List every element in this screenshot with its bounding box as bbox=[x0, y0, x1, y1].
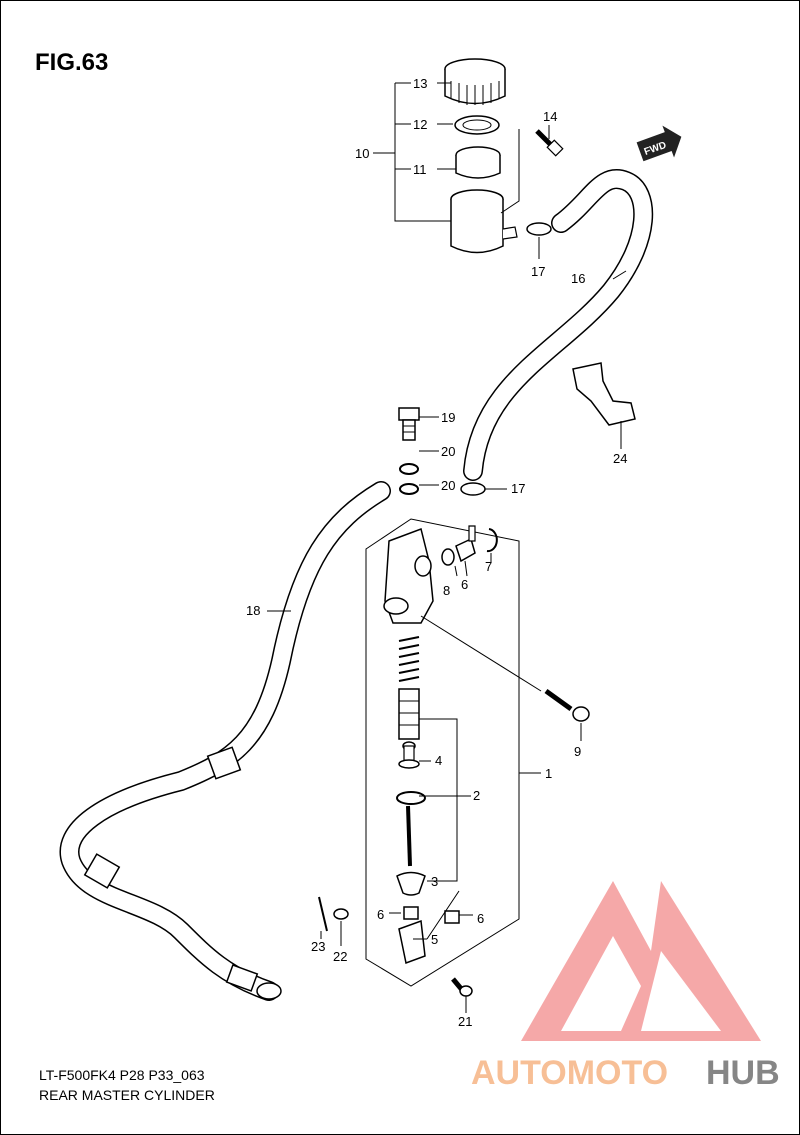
callout-14: 13 bbox=[413, 76, 427, 91]
callout-labels: 13 12 11 10 14 17 16 24 19 20 20 17 18 7… bbox=[246, 76, 627, 1029]
watermark-text: AUTOMOTO HUB bbox=[471, 1054, 780, 1092]
figure-title: FIG.63 bbox=[35, 49, 109, 76]
callout-20-top: 20 bbox=[441, 444, 455, 459]
callout-2: 2 bbox=[473, 788, 480, 803]
callout-17-top: 17 bbox=[531, 264, 545, 279]
master-cylinder-body bbox=[383, 525, 590, 965]
callout-6-left: 6 bbox=[377, 907, 384, 922]
figure-name: REAR MASTER CYLINDER bbox=[39, 1087, 215, 1103]
callout-19: 19 bbox=[441, 410, 455, 425]
callout-20-bottom: 20 bbox=[441, 478, 455, 493]
fwd-arrow: FWD bbox=[636, 125, 682, 162]
callout-3: 3 bbox=[431, 874, 438, 889]
callout-4: 4 bbox=[435, 753, 442, 768]
callout-18: 18 bbox=[246, 603, 260, 618]
callout-5: 5 bbox=[431, 932, 438, 947]
callout-9: 8 bbox=[443, 583, 450, 598]
figure-code: LT-F500FK4 P28 P33_063 bbox=[39, 1067, 205, 1083]
reservoir-assembly bbox=[444, 58, 564, 254]
callout-15: 14 bbox=[543, 109, 557, 124]
callout-12: 11 bbox=[413, 162, 427, 177]
callout-13: 12 bbox=[413, 117, 427, 132]
watermark-text-part2: HUB bbox=[706, 1054, 780, 1092]
callout-8: 7 bbox=[485, 559, 492, 574]
callout-1: 1 bbox=[545, 766, 552, 781]
watermark-text-part1: AUTOMOTO bbox=[471, 1054, 668, 1092]
callout-7: 6 bbox=[461, 577, 468, 592]
callout-22: 22 bbox=[333, 949, 347, 964]
callout-21: 21 bbox=[458, 1014, 472, 1029]
callout-17-bottom: 17 bbox=[511, 481, 525, 496]
callout-24: 24 bbox=[613, 451, 627, 466]
callout-23: 23 bbox=[311, 939, 325, 954]
callout-6-right: 6 bbox=[477, 911, 484, 926]
watermark-logo bbox=[521, 881, 761, 1041]
callout-16: 16 bbox=[571, 271, 585, 286]
callout-10: 9 bbox=[574, 744, 581, 759]
callout-11: 10 bbox=[355, 146, 369, 161]
